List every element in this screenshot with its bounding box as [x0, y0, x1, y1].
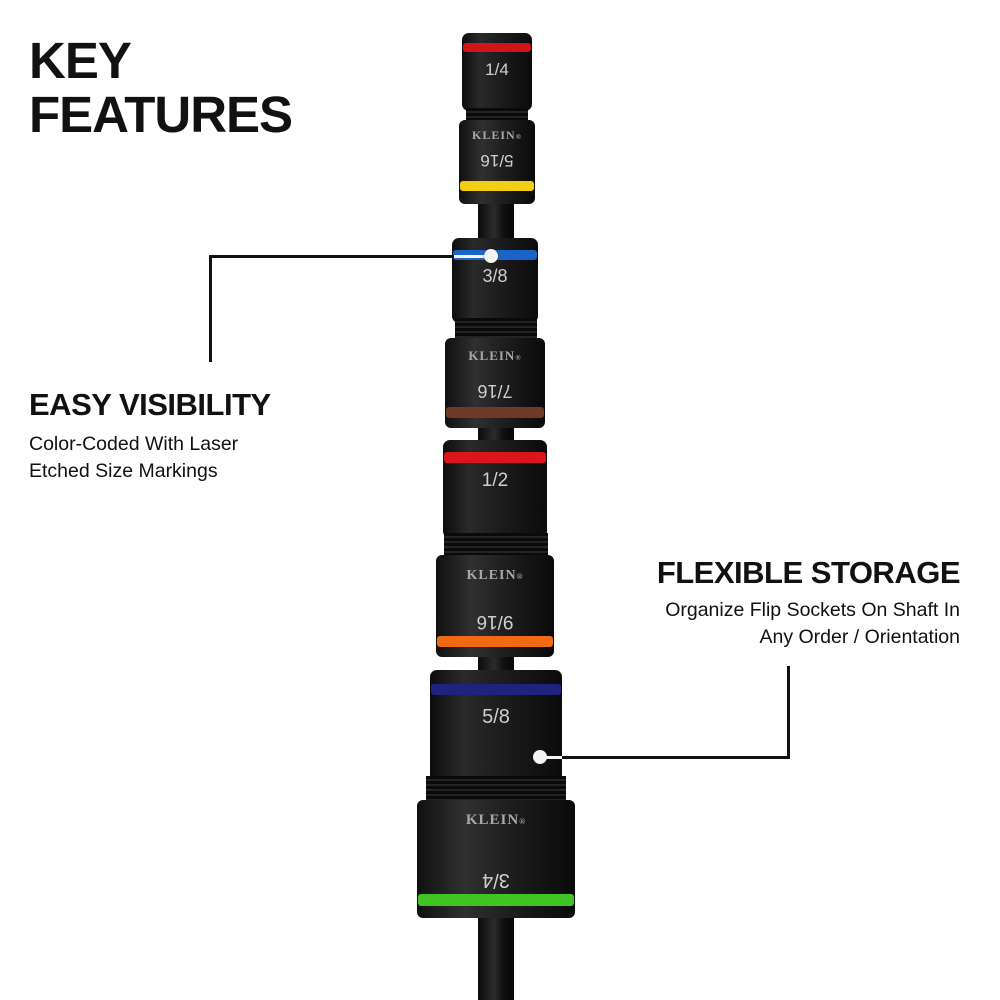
feature-title: EASY VISIBILITY: [29, 387, 271, 422]
color-band-green: [418, 894, 574, 906]
size-label: 1/2: [481, 470, 509, 491]
callout-line-vertical: [787, 666, 790, 759]
size-label: 9/16: [476, 611, 514, 632]
callout-line-horizontal: [562, 756, 790, 759]
title-line-1: KEY: [29, 32, 132, 89]
callout-line-horizontal: [209, 255, 454, 258]
feature-title: FLEXIBLE STORAGE: [656, 555, 961, 590]
color-band-orange: [437, 636, 553, 647]
color-band-navy: [431, 684, 561, 695]
feature-description: Organize Flip Sockets On Shaft In Any Or…: [665, 599, 960, 648]
size-label: 3/8: [482, 266, 508, 286]
size-label: 1/4: [485, 60, 509, 79]
size-label: 3/4: [482, 869, 510, 891]
page-title: KEY FEATURES: [29, 32, 293, 143]
size-label: 7/16: [477, 381, 513, 401]
color-band-yellow: [460, 181, 534, 191]
brand-logo: KLEIN®: [472, 128, 522, 142]
feature-description: Color-Coded With Laser Etched Size Marki…: [29, 433, 239, 482]
brand-logo: KLEIN®: [465, 812, 527, 828]
callout-line-vertical: [209, 255, 212, 362]
color-band-brown: [446, 407, 544, 418]
color-band-red: [463, 43, 531, 52]
color-band-red: [444, 452, 546, 463]
brand-logo: KLEIN®: [466, 568, 524, 583]
size-label: 5/16: [480, 151, 514, 170]
size-label: 5/8: [482, 706, 510, 728]
brand-logo: KLEIN®: [468, 348, 522, 363]
title-line-2: FEATURES: [29, 86, 293, 143]
callout-dot: [484, 249, 498, 263]
